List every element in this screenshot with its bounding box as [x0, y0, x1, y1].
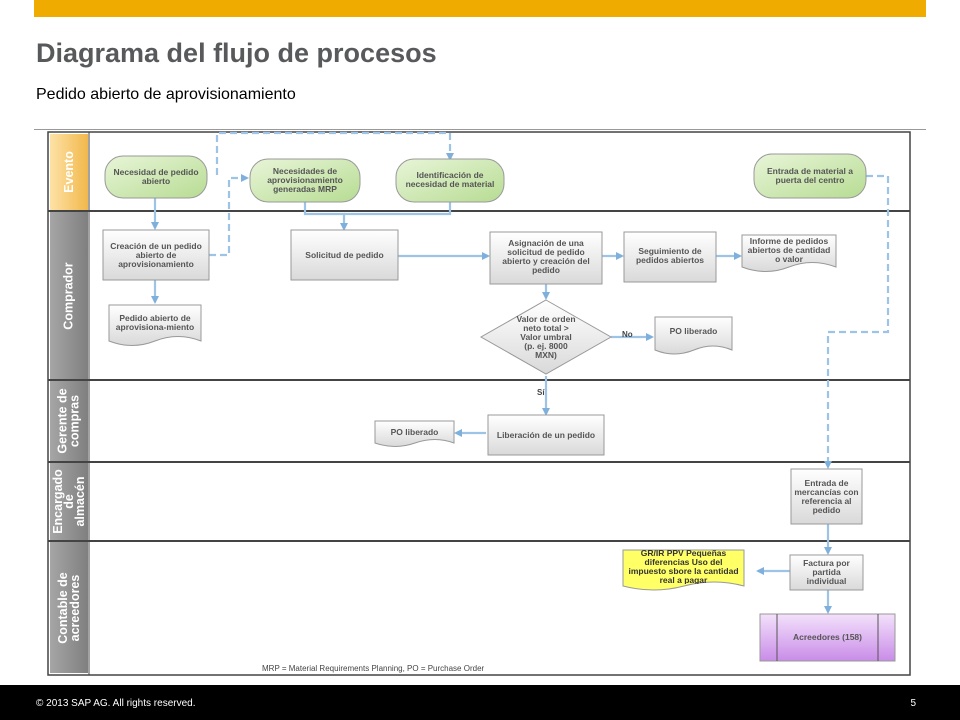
task-asignacion-label: Asignación de una solicitud de pedido ab…	[502, 238, 590, 275]
task-factura-label: Factura por partida individual	[803, 558, 850, 586]
event-mrp-label: Necesidades de aprovisionamiento generad…	[267, 165, 343, 194]
task-creacion-label: Creación de un pedido abierto de aprovis…	[110, 240, 202, 269]
footer: © 2013 SAP AG. All rights reserved. 5	[0, 685, 960, 720]
page-number: 5	[910, 698, 916, 709]
doc-grir-shape	[622, 549, 745, 591]
acreedores-shape	[759, 613, 896, 662]
task-seguimiento-label: Seguimiento de pedidos abiertos	[635, 246, 704, 265]
doc-informe-label: Informe de pedidos abiertos de cantidad …	[747, 235, 831, 264]
events	[104, 153, 867, 203]
conn-creacion-mrp	[209, 174, 249, 257]
doc-po-liberado-2-shape	[374, 420, 455, 447]
event-entrada-material-label: Entrada de material a puerta del centro	[767, 166, 853, 185]
conn-entrada-material-mercancias	[824, 174, 890, 469]
doc-informe-shape	[741, 234, 837, 272]
doc-po-liberado-2-label: PO liberado	[390, 426, 439, 437]
task-asignacion-shape	[489, 231, 603, 285]
event-identificacion-label: Identificación de necesidad de material	[405, 170, 495, 189]
lane-header-gerente	[50, 381, 88, 461]
decision-valor-label: Valor de orden neto total > Valor umbral…	[516, 313, 576, 360]
acreedores-label: Acreedores (158)	[793, 632, 862, 642]
swimlanes	[47, 131, 911, 676]
doc-grir-label: GR/IR PPV Pequeñas diferencias Uso del i…	[628, 550, 739, 584]
event-necesidad-pedido-shape	[104, 155, 208, 199]
lane-label-comprador: Comprador	[62, 261, 76, 330]
title-divider	[34, 129, 926, 130]
task-seguimiento-shape	[623, 231, 717, 283]
documents	[108, 234, 837, 591]
event-entrada-material-shape	[753, 153, 867, 199]
task-solicitud-label: Solicitud de pedido	[305, 249, 384, 260]
lane-header-contable	[50, 542, 88, 673]
lane-header-comprador	[50, 212, 88, 379]
conn-loop-identificacion	[215, 131, 454, 175]
copyright-text: © 2013 SAP AG. All rights reserved.	[36, 698, 196, 709]
lane-header-evento	[50, 134, 88, 210]
decision-valor-shape	[479, 299, 613, 375]
event-identificacion-shape	[395, 158, 505, 203]
doc-pedido-abierto-shape	[108, 304, 202, 346]
task-entrada-mercancias-label: Entrada de mercancías con referencia al …	[794, 477, 859, 515]
event-mrp-shape	[249, 158, 361, 203]
task-factura-shape	[789, 554, 864, 591]
conn-identificacion-solicitud	[344, 202, 452, 216]
connectors	[151, 131, 890, 614]
task-liberacion-label: Liberación de un pedido	[496, 429, 596, 440]
decision-si-label: Sí	[537, 388, 545, 397]
tasks	[102, 229, 864, 591]
task-solicitud-shape	[290, 229, 399, 281]
event-necesidad-pedido-label: Necesidad de pedido abierto	[113, 167, 199, 186]
doc-pedido-abierto-label: Pedido abierto de aprovisiona-miento	[115, 313, 195, 332]
lane-label-evento: Evento	[62, 151, 76, 193]
task-entrada-mercancias-shape	[790, 468, 863, 525]
top-accent-bar	[34, 0, 926, 17]
task-liberacion-shape	[487, 414, 605, 456]
doc-po-liberado-1-label: PO liberado	[669, 325, 718, 336]
decision-no-label: No	[622, 330, 633, 339]
abbreviation-note: MRP = Material Requirements Planning, PO…	[262, 664, 485, 673]
page-subtitle: Pedido abierto de aprovisionamiento	[36, 86, 296, 103]
lane-header-encargado	[50, 463, 88, 540]
doc-po-liberado-1-shape	[654, 316, 733, 355]
page-title: Diagrama del flujo de procesos	[36, 38, 437, 68]
conn-mrp-solicitud	[303, 202, 348, 231]
task-creacion-shape	[102, 229, 210, 281]
